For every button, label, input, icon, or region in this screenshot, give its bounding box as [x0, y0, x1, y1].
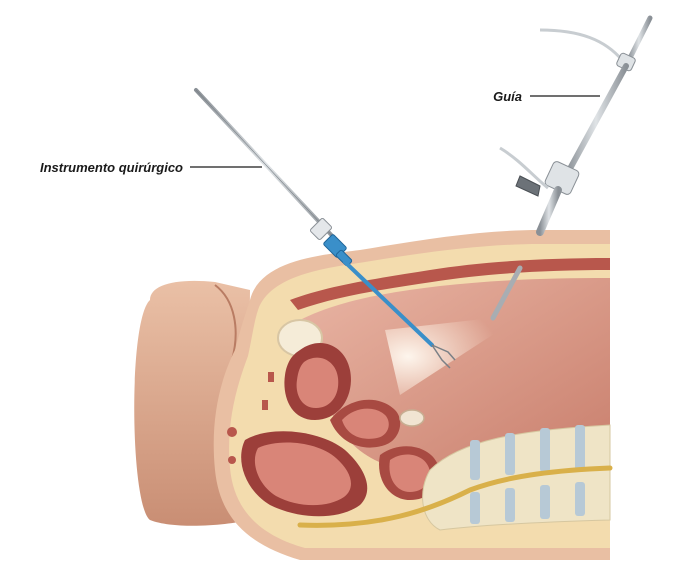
guide-label: Guía	[493, 89, 522, 104]
perineum-marker	[228, 456, 236, 464]
grasper-tip	[431, 344, 456, 369]
rectum-inner	[254, 442, 351, 506]
spine-discs	[470, 425, 585, 524]
ovary	[399, 409, 425, 427]
pubic-bone-marker	[268, 372, 274, 382]
laparoscope	[490, 15, 653, 321]
instrument-shaft-outline	[195, 89, 337, 241]
muscle-wall	[290, 258, 610, 310]
light-beam	[385, 318, 500, 395]
bowel-loop-inner	[389, 454, 430, 492]
instrument-label: Instrumento quirúrgico	[40, 160, 183, 175]
anal-marker	[227, 427, 237, 437]
uterus-inner	[296, 357, 339, 408]
sigmoid-colon-inner	[342, 408, 389, 439]
instrument-tip-shaft	[343, 260, 434, 347]
vaginal-marker	[262, 400, 268, 410]
instrument-trocar	[310, 218, 353, 267]
spinal-cord	[297, 465, 613, 528]
